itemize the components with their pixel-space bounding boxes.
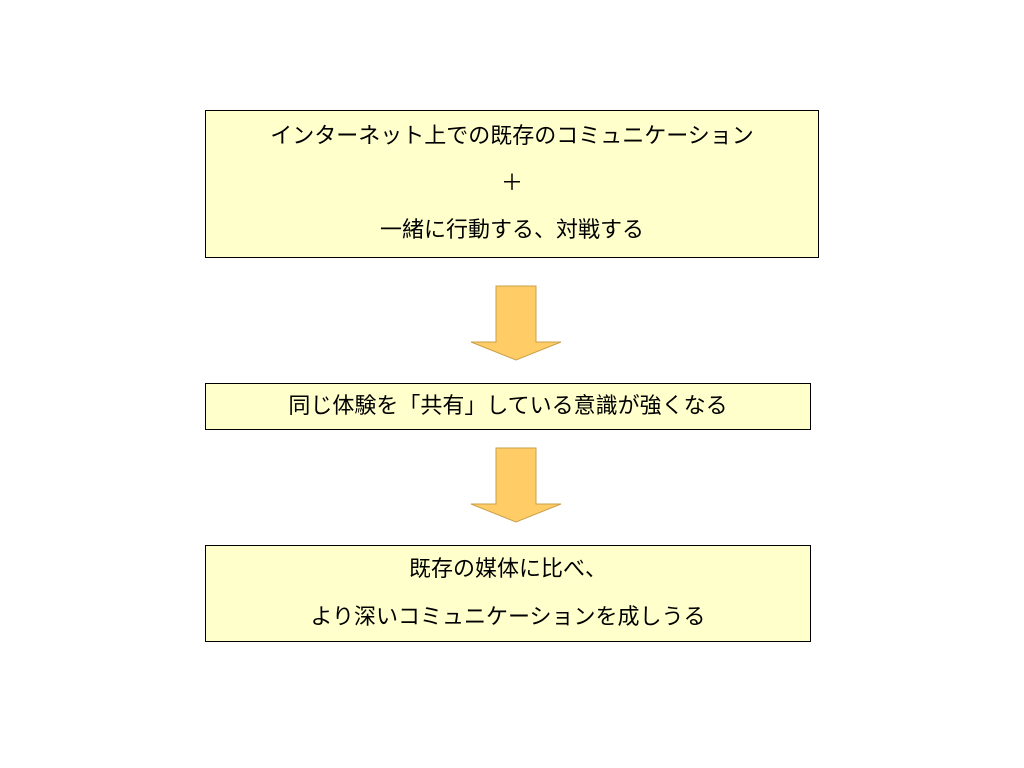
box1-plus-sign: ＋	[500, 171, 523, 196]
box1-line-1: インターネット上での既存のコミュニケーション	[270, 124, 754, 149]
box-deeper-communication: 既存の媒体に比べ、 より深いコミュニケーションを成しうる	[205, 545, 811, 642]
box-existing-communication: インターネット上での既存のコミュニケーション ＋ 一緒に行動する、対戦する	[205, 110, 819, 258]
box3-line-1: 既存の媒体に比べ、	[408, 556, 607, 582]
box1-line-3: 一緒に行動する、対戦する	[379, 218, 644, 243]
down-arrow-shape-1	[470, 285, 562, 361]
down-arrow-icon-2	[470, 447, 562, 523]
box2-line-1: 同じ体験を「共有」している意識が強くなる	[288, 393, 728, 419]
box-shared-experience: 同じ体験を「共有」している意識が強くなる	[205, 383, 811, 430]
down-arrow-icon-1	[470, 285, 562, 361]
down-arrow-shape-2	[470, 447, 562, 523]
box3-line-2: より深いコミュニケーションを成しうる	[310, 604, 706, 630]
